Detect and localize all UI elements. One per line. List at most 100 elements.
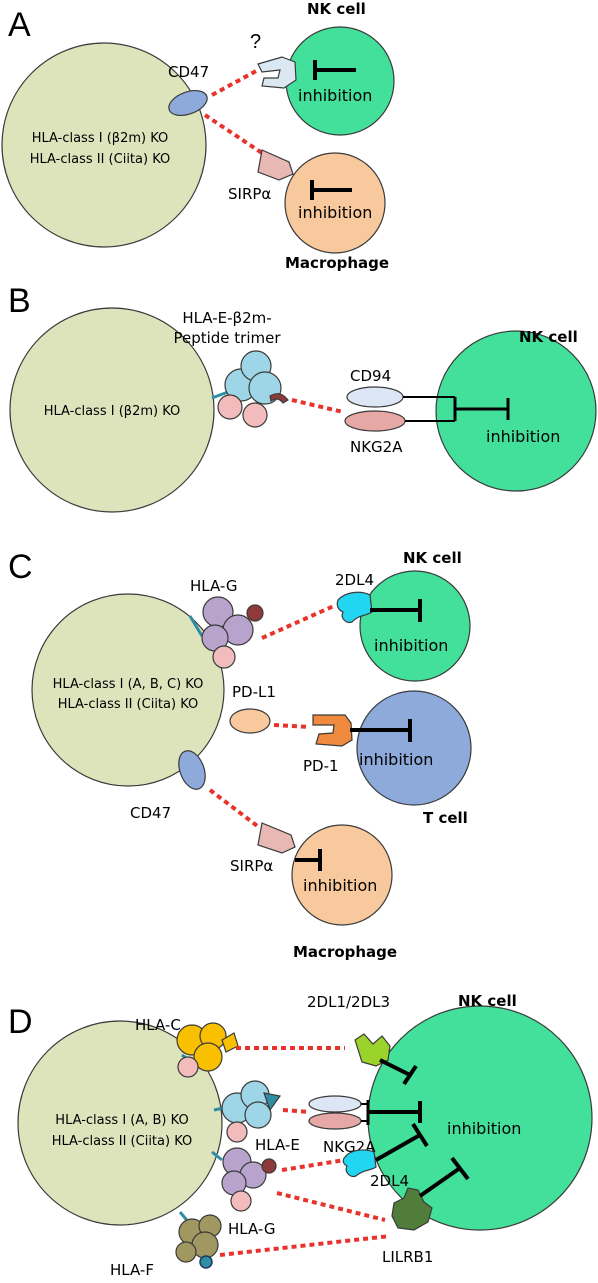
panel-d-hla-g-peptide <box>261 1158 277 1174</box>
panel-a-question-mark: ? <box>250 31 261 53</box>
panel-d-2dl4-inhibition-stem <box>375 1133 421 1162</box>
panel-d-2dl4-label: 2DL4 <box>370 1172 409 1190</box>
panel-b-cd94-receptor <box>346 386 404 408</box>
panel-a-sirpa-label: SIRPα <box>228 185 271 203</box>
panel-c: C HLA-class I (A, B, C) KO HLA-class II … <box>8 548 472 961</box>
panel-d-link-nkg2a <box>282 1108 311 1114</box>
panel-c-hla-g-label: HLA-G <box>190 577 238 595</box>
panel-c-t-inhibition-label: inhibition <box>359 750 433 769</box>
panel-a-cell-label-1: HLA-class I (β2m) KO <box>32 131 169 146</box>
panel-b-nkg2a-label: NKG2A <box>350 438 403 456</box>
panel-d-hla-c <box>176 1022 239 1078</box>
panel-d-target-cell <box>17 1020 223 1226</box>
panel-d-nkg2a-receptor <box>308 1112 362 1130</box>
panel-d-hla-g <box>221 1147 277 1212</box>
panel-a-nk-inhibition-label: inhibition <box>298 86 372 105</box>
panel-d-cd94-receptor <box>308 1095 362 1113</box>
panel-c-pd-1-label: PD-1 <box>303 757 339 775</box>
panel-c-link-nk <box>261 603 337 640</box>
panel-d-hla-f-label: HLA-F <box>110 1261 154 1279</box>
panel-d-hla-e <box>221 1080 282 1143</box>
panel-c-hla-g <box>201 596 264 669</box>
panel-d-lilrb1-label: LILRB1 <box>382 1248 433 1266</box>
panel-c-pd-l1-label: PD-L1 <box>232 683 276 701</box>
panel-a-macrophage <box>284 152 386 254</box>
panel-c-cd47-protein <box>178 750 206 790</box>
panel-c-hla-g-b2m <box>212 645 236 669</box>
panel-c-target-cell <box>31 593 225 787</box>
panel-a-nk-cell <box>285 26 395 136</box>
panel-b-inhibition-label: inhibition <box>486 427 560 446</box>
panel-b: B HLA-class I (β2m) KO HLA-E-β2m- Peptid… <box>8 282 597 513</box>
panel-c-hla-g-tether <box>188 615 204 637</box>
panel-d-link-2dl4 <box>281 1158 346 1172</box>
panel-a-link-nk <box>211 68 259 97</box>
panel-d-cell-label-1: HLA-class I (A, B) KO <box>55 1113 188 1128</box>
panel-a-nk-title: NK cell <box>307 0 366 18</box>
panel-d-letter: D <box>8 1003 33 1041</box>
panel-b-link-nk <box>291 398 344 414</box>
panel-d-2dl1-inhibition-bar <box>402 1064 418 1086</box>
panel-c-hla-g-peptide <box>246 604 264 622</box>
panel-c-macrophage-title: Macrophage <box>293 943 397 961</box>
panel-c-cd47-label: CD47 <box>130 804 171 822</box>
panel-d-hla-c-label: HLA-C <box>135 1016 181 1034</box>
panel-d-hla-f <box>175 1214 222 1269</box>
panel-d-lilrb1-inhibition-bar <box>450 1156 470 1181</box>
panel-d-hla-e-peptide <box>263 1092 282 1112</box>
panel-d-2dl4-inhibition-bar <box>411 1122 429 1148</box>
panel-d-hla-f-peptide <box>199 1255 213 1269</box>
panel-d-link-lilrb1-from-g <box>276 1191 386 1222</box>
panel-d: D HLA-class I (A, B) KO HLA-class II (Ci… <box>8 992 593 1279</box>
panel-a-unknown-receptor <box>257 56 297 89</box>
panel-d-link-lilrb1-from-f <box>219 1234 391 1257</box>
panel-a-cd47-protein <box>168 90 208 116</box>
panel-c-nk-inhibition-label: inhibition <box>374 636 448 655</box>
panel-c-pd-1-receptor <box>312 714 353 747</box>
panel-d-hla-e-b2m <box>226 1121 248 1143</box>
panel-c-sirpa-label: SIRPα <box>230 857 273 875</box>
panel-c-link-macrophage <box>208 788 262 830</box>
panel-b-peptide <box>269 393 289 404</box>
panel-b-trimer-label-1: HLA-E-β2m- <box>182 309 271 327</box>
panel-d-2dl1-inhibition-stem <box>379 1058 411 1077</box>
panel-c-2dl4-receptor <box>336 591 373 623</box>
panel-a-sirpa-receptor <box>257 149 294 181</box>
panel-c-cell-label-2: HLA-class II (Ciita) KO <box>58 697 199 712</box>
panel-b-letter: B <box>8 282 31 320</box>
panel-b-nk-cell <box>435 330 597 492</box>
panel-c-mac-inhibition-label: inhibition <box>303 876 377 895</box>
panel-d-hla-e-label: HLA-E <box>255 1136 300 1154</box>
panel-a-link-macrophage <box>203 113 264 155</box>
panel-a-macrophage-title: Macrophage <box>285 254 389 272</box>
panel-b-target-cell <box>9 307 215 513</box>
panel-a-letter: A <box>8 6 31 44</box>
panel-c-cell-label-1: HLA-class I (A, B, C) KO <box>53 677 204 692</box>
panel-b-nk-title: NK cell <box>519 328 578 346</box>
panel-c-sirpa-receptor <box>257 822 296 854</box>
panel-b-cell-label-1: HLA-class I (β2m) KO <box>44 404 181 419</box>
panel-c-t-cell <box>356 690 472 806</box>
panel-b-tether <box>211 390 229 400</box>
panel-d-hla-g-b2m <box>230 1190 252 1212</box>
panel-d-lilrb1-receptor <box>391 1187 433 1231</box>
panel-a: A HLA-class I (β2m) KO HLA-class II (Cii… <box>1 0 395 272</box>
panel-b-hla-e-trimer <box>217 350 289 428</box>
panel-d-lilrb1-inhibition-stem <box>418 1166 462 1198</box>
panel-d-cell-label-2: HLA-class II (Ciita) KO <box>52 1134 193 1149</box>
panel-d-nk-cell <box>367 1005 593 1231</box>
panel-c-macrophage <box>291 824 393 926</box>
panel-d-2dl4-receptor <box>342 1149 377 1177</box>
panel-c-pd-l1-protein <box>229 708 271 734</box>
panel-a-mac-inhibition-label: inhibition <box>298 203 372 222</box>
panel-d-2dl1-label: 2DL1/2DL3 <box>307 993 390 1011</box>
panel-c-link-t <box>273 723 311 729</box>
panel-c-2dl4-label: 2DL4 <box>335 571 374 589</box>
panel-d-hla-g-tether <box>211 1150 223 1162</box>
panel-b-trimer-label-2: Peptide trimer <box>173 329 281 347</box>
panel-c-nk-cell <box>359 570 471 682</box>
panel-c-nk-title: NK cell <box>403 549 462 567</box>
panel-b-b2m <box>217 394 243 420</box>
panel-b-nkg2a-receptor <box>344 410 406 432</box>
